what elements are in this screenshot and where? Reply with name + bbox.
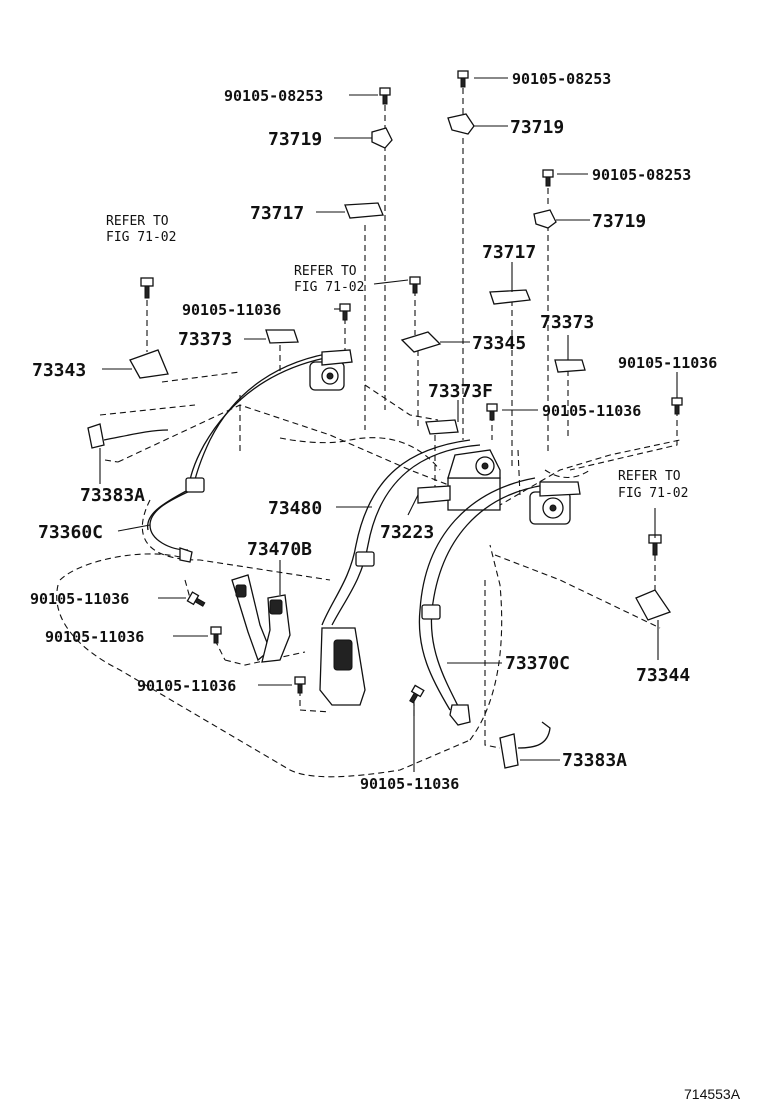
label-cover-right: 73717: [482, 242, 536, 263]
label-bolt-11036-a: 90105-11036: [182, 301, 281, 319]
label-bolt-08253-a: 90105-08253: [224, 87, 323, 105]
sensors-73383a: [87, 423, 551, 769]
diagram-id-label: 714553A: [684, 1086, 741, 1102]
belt-73370c: [418, 477, 546, 726]
retractor-73223: [417, 449, 501, 511]
hangers-73719: [371, 113, 557, 229]
covers-73717: [344, 202, 531, 305]
label-refer-right-2: FIG 71-02: [618, 486, 688, 501]
part-labels: 90105-08253 90105-08253 90105-08253 7371…: [30, 70, 741, 1102]
label-guide-right: 73373: [540, 312, 594, 333]
belt-73480: [319, 439, 481, 706]
label-anchor-mid: 73345: [472, 333, 526, 354]
label-belt-left: 73360C: [38, 522, 103, 543]
label-bolt-11036-g: 90105-11036: [360, 775, 459, 793]
connection-lines: [99, 88, 678, 720]
anchors: [129, 331, 672, 621]
label-refer-left-1: REFER TO: [106, 214, 169, 229]
leader-lines: [99, 77, 678, 772]
label-belt-center: 73480: [268, 498, 322, 519]
label-hanger-b: 73719: [510, 117, 564, 138]
label-hanger-a: 73719: [268, 129, 322, 150]
label-sensor-right: 73383A: [562, 750, 627, 771]
label-anchor-right: 73344: [636, 665, 690, 686]
label-guide-left: 73373: [178, 329, 232, 350]
label-sensor-left: 73383A: [80, 485, 145, 506]
label-bolt-08253-c: 90105-08253: [592, 166, 691, 184]
label-retractor: 73223: [380, 522, 434, 543]
label-buckle: 73470B: [247, 539, 312, 560]
label-bolt-11036-b: 90105-11036: [542, 402, 641, 420]
label-anchor-left: 73343: [32, 360, 86, 381]
label-bolt-11036-c: 90105-11036: [618, 354, 717, 372]
label-bolt-11036-d: 90105-11036: [30, 590, 129, 608]
label-belt-right: 73370C: [505, 653, 570, 674]
label-refer-mid-2: FIG 71-02: [294, 280, 364, 295]
retractor-left: [309, 349, 353, 391]
label-refer-right-1: REFER TO: [618, 469, 681, 484]
label-refer-mid-1: REFER TO: [294, 264, 357, 279]
label-bolt-11036-f: 90105-11036: [137, 677, 236, 695]
retractor-right: [529, 481, 581, 525]
rear-seat-outline: [56, 385, 681, 778]
label-refer-left-2: FIG 71-02: [106, 230, 176, 245]
buckle-73470b: [231, 574, 291, 663]
guides-73373: [265, 329, 586, 435]
bolts: [140, 70, 683, 704]
label-cover-left: 73717: [250, 203, 304, 224]
label-hanger-c: 73719: [592, 211, 646, 232]
label-guide-mid: 73373F: [428, 381, 493, 402]
label-bolt-11036-e: 90105-11036: [45, 628, 144, 646]
label-bolt-08253-b: 90105-08253: [512, 70, 611, 88]
